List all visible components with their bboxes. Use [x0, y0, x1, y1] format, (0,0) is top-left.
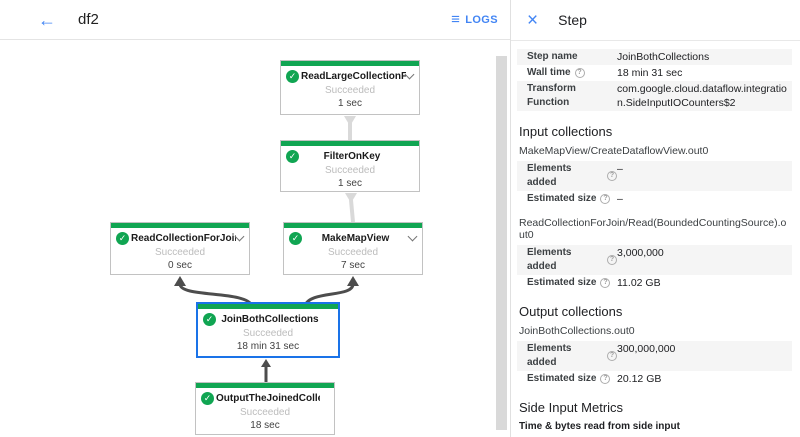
field-estimated-size: Estimated size? 11.02 GB — [517, 275, 792, 291]
graph-node-joinbothcollections-selected[interactable]: ✓ JoinBothCollections Succeeded 18 min 3… — [196, 302, 340, 358]
node-name: FilterOnKey — [323, 150, 381, 162]
job-header: ← df2 ≡ LOGS — [0, 0, 510, 40]
field-label: Wall time — [527, 67, 571, 78]
node-status-bar — [281, 61, 419, 66]
field-estimated-size: Estimated size? – — [517, 191, 792, 207]
chevron-down-icon[interactable] — [404, 69, 415, 80]
side-input-metrics-heading: Side Input Metrics — [519, 400, 624, 415]
field-value: JoinBothCollections — [617, 51, 710, 63]
vertical-scrollbar[interactable] — [496, 56, 507, 430]
node-time: 1 sec — [338, 178, 362, 189]
node-time: 1 sec — [338, 98, 362, 109]
field-elements-added: Elements added? – — [517, 161, 792, 191]
success-check-icon: ✓ — [201, 391, 214, 405]
node-status: Succeeded — [324, 85, 376, 96]
node-name: JoinBothCollections — [221, 313, 319, 325]
field-value: – — [617, 193, 623, 205]
node-status: Succeeded — [324, 165, 376, 176]
field-value: 300,000,000 — [617, 343, 676, 355]
node-name: MakeMapView — [321, 232, 390, 244]
logs-button[interactable]: ≡ LOGS — [451, 10, 498, 28]
collection-name: JoinBothCollections.out0 — [519, 325, 635, 337]
step-detail-panel: × Step Step name JoinBothCollections Wal… — [510, 0, 800, 437]
collection-name: ReadCollectionForJoin/Read(BoundedCounti… — [519, 217, 787, 241]
node-status-bar — [111, 223, 249, 228]
graph-node-filteronkey[interactable]: ✓ FilterOnKey Succeeded 1 sec — [280, 140, 420, 192]
field-value: – — [617, 163, 623, 175]
help-icon[interactable]: ? — [607, 171, 617, 181]
logs-list-icon: ≡ — [451, 10, 461, 28]
pipeline-graph: ✓ ReadLargeCollectionFr... Succeeded 1 s… — [0, 40, 510, 437]
graph-node-outputthejoined[interactable]: ✓ OutputTheJoinedCollec... Succeeded 18 … — [195, 382, 335, 435]
field-label: Transform Function — [527, 83, 576, 108]
logs-button-label: LOGS — [465, 13, 498, 26]
node-name: OutputTheJoinedCollec... — [216, 392, 320, 404]
step-panel-header: × Step — [511, 0, 800, 41]
field-label: Elements added — [527, 247, 572, 272]
step-panel-body: Step name JoinBothCollections Wall time?… — [511, 41, 800, 437]
graph-pane: ← df2 ≡ LOGS — [0, 0, 510, 437]
graph-node-readlargecollection[interactable]: ✓ ReadLargeCollectionFr... Succeeded 1 s… — [280, 60, 420, 115]
node-time: 18 sec — [250, 420, 280, 431]
side-input-metrics-subheading: Time & bytes read from side input — [519, 421, 680, 432]
graph-node-makemapview[interactable]: ✓ MakeMapView Succeeded 7 sec — [283, 222, 423, 275]
node-name: ReadLargeCollectionFr... — [301, 70, 406, 82]
field-label: Elements added — [527, 343, 572, 368]
graph-edges — [174, 116, 359, 384]
node-time: 7 sec — [341, 260, 365, 271]
help-icon[interactable]: ? — [600, 278, 611, 288]
close-icon[interactable]: × — [527, 9, 539, 31]
node-status-bar — [281, 141, 419, 146]
field-step-name: Step name JoinBothCollections — [517, 49, 792, 65]
job-title: df2 — [78, 11, 99, 28]
panel-title: Step — [558, 12, 587, 28]
field-label: Step name — [527, 51, 578, 62]
success-check-icon: ✓ — [289, 231, 302, 245]
success-check-icon: ✓ — [203, 312, 216, 326]
help-icon[interactable]: ? — [607, 351, 617, 361]
graph-node-readcollectionforjoin[interactable]: ✓ ReadCollectionForJoin Succeeded 0 sec — [110, 222, 250, 275]
help-icon[interactable]: ? — [607, 255, 617, 265]
node-status: Succeeded — [239, 407, 291, 418]
node-status-bar — [284, 223, 422, 228]
field-elements-added: Elements added? 300,000,000 — [517, 341, 792, 371]
node-status-bar — [198, 304, 338, 309]
field-wall-time: Wall time? 18 min 31 sec — [517, 65, 792, 81]
back-arrow-icon[interactable]: ← — [38, 9, 56, 30]
field-label: Estimated size — [527, 277, 597, 288]
node-time: 18 min 31 sec — [236, 341, 300, 352]
success-check-icon: ✓ — [286, 69, 299, 83]
field-label: Estimated size — [527, 193, 597, 204]
field-transform-function: Transform Function com.google.cloud.data… — [517, 81, 792, 111]
help-icon[interactable]: ? — [600, 194, 611, 204]
success-check-icon: ✓ — [286, 149, 299, 163]
field-label: Elements added — [527, 163, 572, 188]
node-time: 0 sec — [168, 260, 192, 271]
node-status: Succeeded — [154, 247, 206, 258]
field-value: 3,000,000 — [617, 247, 664, 259]
field-value: 20.12 GB — [617, 373, 662, 385]
node-status: Succeeded — [327, 247, 379, 258]
field-label: Estimated size — [527, 373, 597, 384]
field-value: com.google.cloud.dataflow.integration.Si… — [617, 83, 787, 109]
input-collections-heading: Input collections — [519, 124, 613, 139]
success-check-icon: ✓ — [116, 231, 129, 245]
node-name: ReadCollectionForJoin — [131, 232, 236, 244]
field-value: 11.02 GB — [617, 277, 661, 289]
field-estimated-size: Estimated size? 20.12 GB — [517, 371, 792, 387]
help-icon[interactable]: ? — [600, 374, 611, 384]
collection-name: MakeMapView/CreateDataflowView.out0 — [519, 145, 709, 157]
output-collections-heading: Output collections — [519, 304, 623, 319]
chevron-down-icon[interactable] — [407, 231, 418, 242]
help-icon[interactable]: ? — [574, 68, 585, 78]
node-status-bar — [196, 383, 334, 388]
field-value: 18 min 31 sec — [617, 67, 683, 79]
node-status: Succeeded — [242, 328, 294, 339]
chevron-down-icon[interactable] — [234, 231, 245, 242]
field-elements-added: Elements added? 3,000,000 — [517, 245, 792, 275]
